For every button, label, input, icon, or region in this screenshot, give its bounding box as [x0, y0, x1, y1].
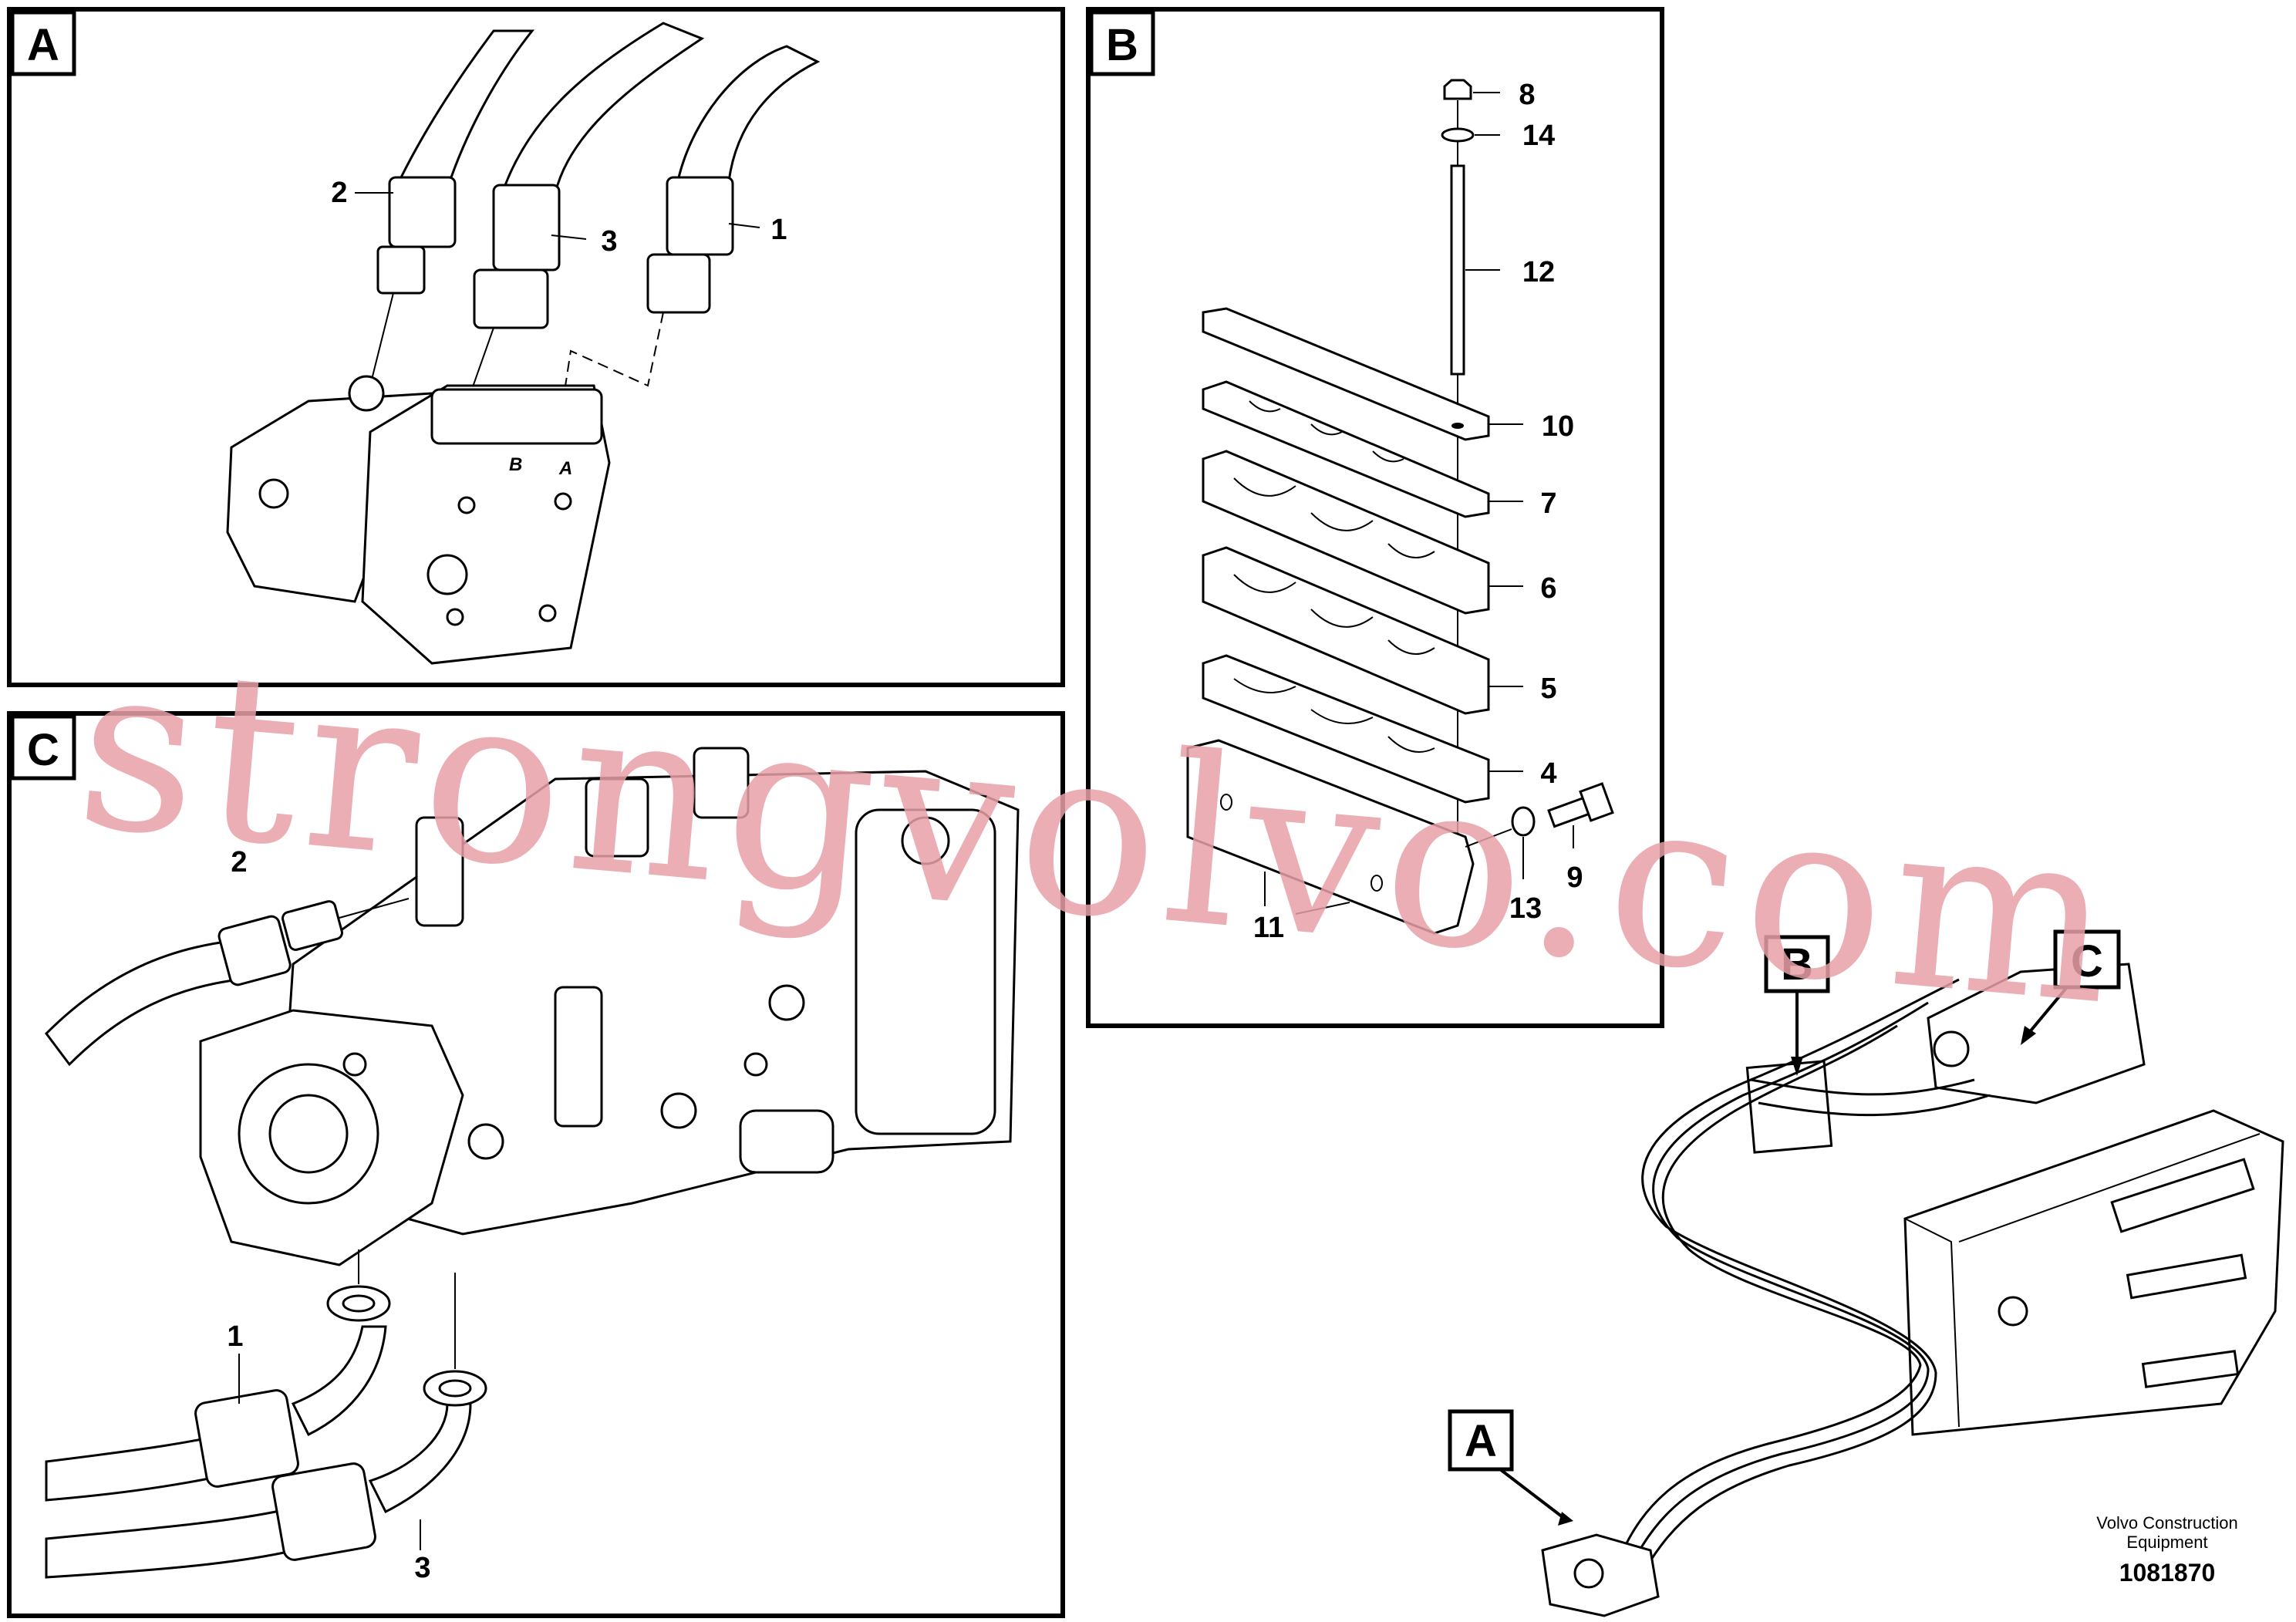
plate-10	[1202, 307, 1490, 441]
nut-8	[1443, 79, 1472, 100]
callout-a-2: 2	[331, 177, 347, 209]
bracket-11	[1186, 739, 1475, 935]
washer-13	[1511, 806, 1536, 837]
callout-b-11: 11	[1253, 912, 1284, 944]
panel-c-tag-box	[10, 714, 76, 781]
bolt-9	[1547, 782, 1614, 828]
panel-a-tag-box	[10, 10, 76, 76]
panel-b-frame	[1086, 7, 1664, 1028]
callout-b-10: 10	[1542, 410, 1574, 443]
control-valve-block	[199, 747, 1020, 1266]
panel-c-tag: C	[27, 725, 59, 775]
panel-b-tag: B	[1106, 20, 1138, 70]
panel-c: C	[7, 711, 1065, 1618]
clamp-half-4	[1202, 654, 1490, 804]
washer-14	[1441, 127, 1475, 143]
panel-a: A	[7, 7, 1065, 687]
callout-a-1: 1	[770, 214, 787, 246]
hose-c-2	[45, 898, 410, 1067]
hose-c-3	[45, 1273, 487, 1579]
clamp-half-6	[1202, 450, 1490, 615]
panel-c-frame	[7, 711, 1065, 1618]
panel-b: B	[1086, 7, 1664, 1028]
callout-c-1: 1	[227, 1320, 243, 1353]
clamp-half-7	[1202, 380, 1490, 518]
callout-b-13: 13	[1509, 892, 1542, 925]
callout-b-8: 8	[1519, 79, 1535, 111]
callout-a-3: 3	[601, 225, 617, 258]
overview-tag-a-box	[1448, 1409, 1514, 1472]
pump-body-a	[226, 375, 611, 665]
callout-b-4: 4	[1540, 757, 1556, 790]
overview-tag-b-box	[1764, 935, 1830, 993]
footer-company-line1: Volvo Construction	[2096, 1513, 2237, 1533]
callout-b-14: 14	[1522, 120, 1555, 152]
overview-drawing: B C A	[1448, 929, 2284, 1617]
callout-b-5: 5	[1540, 673, 1556, 705]
footer-doc-number: 1081870	[2119, 1559, 2216, 1587]
callout-c-3: 3	[414, 1552, 430, 1584]
callout-b-9: 9	[1566, 862, 1583, 894]
port-label-a: A	[558, 458, 572, 479]
hose-assembly-1	[562, 45, 821, 402]
overview-tag-a: A	[1465, 1416, 1497, 1466]
hose-c-1	[45, 1249, 391, 1502]
overview-tag-b: B	[1781, 939, 1813, 990]
panel-a-frame	[7, 7, 1065, 687]
callout-b-6: 6	[1540, 572, 1556, 605]
overview-tag-c: C	[2071, 936, 2103, 986]
hose-assembly-2	[369, 29, 535, 386]
callout-b-12: 12	[1522, 256, 1555, 288]
callout-c-2: 2	[231, 846, 247, 878]
panel-a-tag: A	[27, 20, 59, 70]
footer-company-line2: Equipment	[2126, 1533, 2207, 1552]
stud-12	[1450, 164, 1465, 376]
clamp-half-5	[1202, 546, 1490, 715]
panel-b-tag-box	[1089, 10, 1155, 76]
hose-assembly-3	[470, 22, 705, 394]
port-label-b: B	[509, 454, 522, 475]
overview-tag-c-box	[2053, 929, 2121, 990]
callout-b-7: 7	[1540, 487, 1556, 520]
